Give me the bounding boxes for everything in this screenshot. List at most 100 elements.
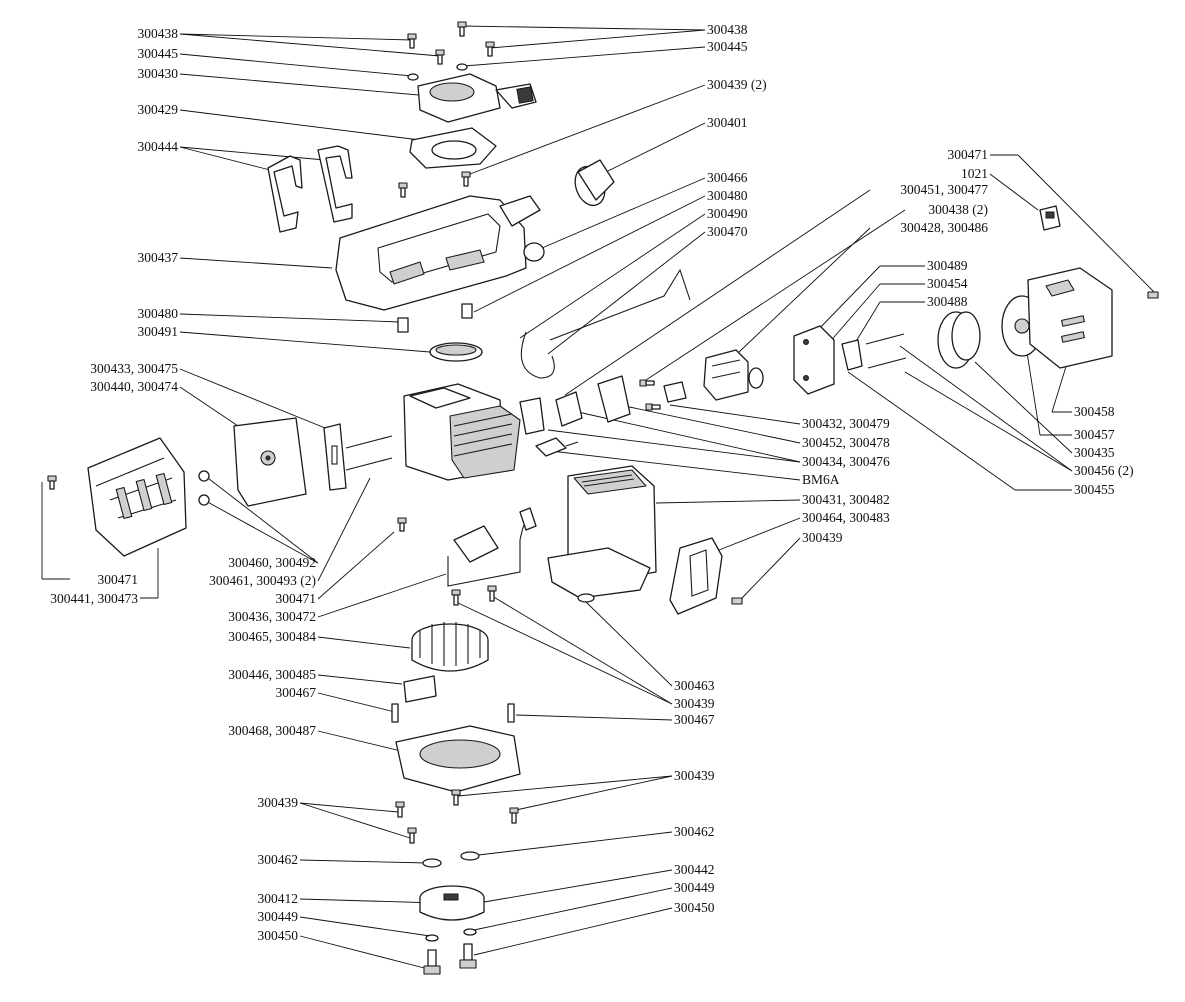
part-label: 300445 <box>707 39 748 54</box>
part-label: 300463 <box>674 678 715 693</box>
part-label: 300435 <box>1074 445 1115 460</box>
part-label: 300467 <box>674 712 715 727</box>
part-label: 300446, 300485 <box>228 667 316 682</box>
part-label: 300467 <box>276 685 317 700</box>
part-label: 300450 <box>674 900 715 915</box>
part-label: 300431, 300482 <box>802 492 890 507</box>
part-label: 300460, 300492 <box>228 555 316 570</box>
part-label: 300429 <box>138 102 179 117</box>
part-label: 300488 <box>927 294 968 309</box>
part-label: 300465, 300484 <box>228 629 316 644</box>
part-label: 300489 <box>927 258 968 273</box>
nut-icon <box>198 470 210 506</box>
muffler-plate-icon <box>323 423 393 491</box>
part-label: 300491 <box>138 324 179 339</box>
part-label: 300461, 300493 (2) <box>209 573 316 588</box>
screw-icon <box>639 379 661 411</box>
long-screw-icon <box>865 333 907 369</box>
part-label: BM6A <box>802 472 840 487</box>
gasket-icon <box>409 127 497 169</box>
part-label: 300480 <box>707 188 748 203</box>
magnet-icon <box>403 675 437 703</box>
muffler-icon <box>233 417 307 507</box>
part-label: 300438 <box>707 22 748 37</box>
part-label: 300439 <box>674 696 715 711</box>
grommet-icon <box>577 593 595 603</box>
part-label: 300441, 300473 <box>50 591 138 606</box>
part-label: 300449 <box>674 880 715 895</box>
part-label: 300439 <box>258 795 299 810</box>
clutch-icon <box>419 885 485 921</box>
air-filter-cover-icon <box>1001 267 1113 369</box>
part-labels-left: 300438 300445 300430 300429 300444 30043… <box>50 26 316 943</box>
screw-icon <box>395 789 519 844</box>
part-labels-right: 300438 300445 300439 (2) 300401 300466 3… <box>674 22 1134 915</box>
part-label: 300451, 300477 <box>900 182 988 197</box>
fuel-cap-icon <box>574 159 615 207</box>
leader-lines <box>41 25 1157 971</box>
part-label: 300440, 300474 <box>90 379 178 394</box>
part-label: 300456 (2) <box>1074 463 1134 478</box>
screw-icon <box>397 517 407 532</box>
washer-icon <box>425 928 477 942</box>
part-label: 300458 <box>1074 404 1115 419</box>
spark-plug-icon <box>535 437 579 457</box>
switch-icon <box>1039 205 1061 231</box>
ignition-coil-icon <box>447 507 537 587</box>
part-label: 300450 <box>258 928 299 943</box>
part-label: 300445 <box>138 46 179 61</box>
bracket-icon <box>267 145 353 233</box>
screw-icon <box>47 475 57 490</box>
washer-icon <box>407 63 468 81</box>
part-label: 300428, 300486 <box>900 220 988 235</box>
engine-shroud-icon <box>547 465 657 599</box>
carburetor-icon <box>703 349 764 401</box>
deflector-icon <box>429 342 483 362</box>
fuel-line-icon <box>520 268 691 379</box>
part-label: 300452, 300478 <box>802 435 890 450</box>
part-label: 300466 <box>707 170 748 185</box>
washer-icon <box>422 851 480 868</box>
part-label: 300454 <box>927 276 968 291</box>
part-label: 300462 <box>674 824 715 839</box>
pin-icon <box>391 703 515 723</box>
part-label: 300444 <box>138 139 179 154</box>
part-label: 1021 <box>961 166 988 181</box>
part-label: 300438 <box>138 26 179 41</box>
choke-lever-icon <box>841 339 863 371</box>
part-label: 300433, 300475 <box>90 361 178 376</box>
part-label: 300436, 300472 <box>228 609 316 624</box>
part-label: 300471 <box>98 572 139 587</box>
fan-housing-icon <box>395 725 521 793</box>
screw-icon <box>1147 291 1159 299</box>
part-label: 300464, 300483 <box>802 510 890 525</box>
part-label: 300438 (2) <box>928 202 988 217</box>
part-label: 300480 <box>138 306 179 321</box>
part-label: 300434, 300476 <box>802 454 890 469</box>
screw-icon <box>398 171 471 198</box>
flywheel-icon <box>411 622 489 672</box>
side-cover-icon <box>669 537 723 615</box>
part-label: 300439 (2) <box>707 77 767 92</box>
screw-icon <box>731 597 743 605</box>
screw-icon <box>451 585 497 606</box>
muffler-guard-icon <box>87 437 187 557</box>
part-label: 300430 <box>138 66 179 81</box>
part-label: 300449 <box>258 909 299 924</box>
part-label: 300462 <box>258 852 299 867</box>
part-label: 300470 <box>707 224 748 239</box>
part-label: 300439 <box>674 768 715 783</box>
recoil-starter-icon <box>417 73 537 123</box>
fuel-tank-icon <box>335 195 541 311</box>
part-label: 300439 <box>802 530 843 545</box>
part-label: 300457 <box>1074 427 1115 442</box>
gasket-icon <box>555 375 687 427</box>
part-label: 300432, 300479 <box>802 416 890 431</box>
part-label: 300468, 300487 <box>228 723 316 738</box>
screw-icon <box>407 21 495 65</box>
air-filter-element-icon <box>937 311 981 369</box>
stud-icon <box>397 303 473 333</box>
part-label: 300412 <box>258 891 299 906</box>
engine-cylinder-icon <box>403 383 545 481</box>
